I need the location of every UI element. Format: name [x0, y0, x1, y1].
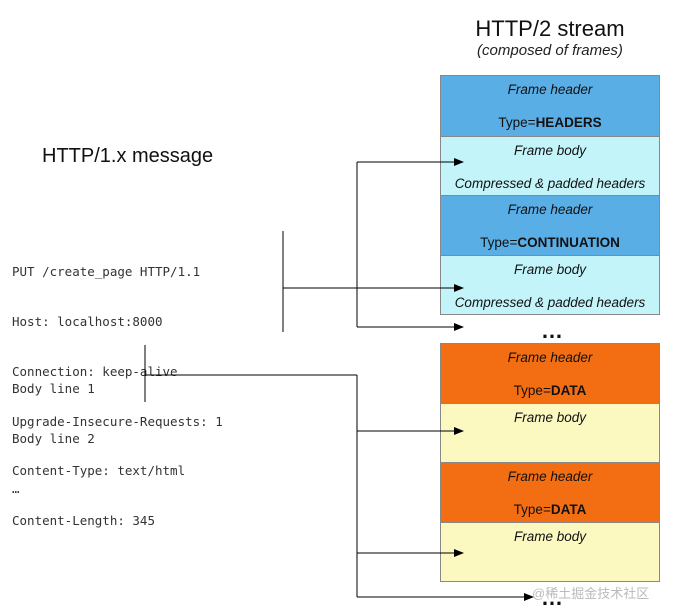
frame-label: Frame body	[513, 143, 587, 158]
frame-data-header-2: Frame header Type=DATA	[440, 462, 660, 523]
frame-data-header-1: Frame header Type=DATA	[440, 343, 660, 404]
http1-header-line: Content-Length: 345	[12, 513, 155, 529]
ellipsis-top: …	[541, 318, 564, 343]
frame-label: Frame body	[513, 529, 587, 544]
frame-type: Type=DATA	[513, 502, 587, 517]
frame-label: Frame body	[513, 410, 587, 425]
http1-header-line: Host: localhost:8000	[12, 313, 163, 329]
http1-body: Body line 1 Body line 2 …	[12, 348, 95, 514]
ellipsis-bottom: …	[541, 585, 564, 610]
frame-body-content: Compressed & padded headers	[454, 295, 646, 310]
frame-label: Frame header	[507, 350, 593, 365]
frame-headers-header: Frame header Type=HEADERS	[440, 75, 660, 137]
frame-continuation-header: Frame header Type=CONTINUATION	[440, 195, 660, 256]
http1-body-line: Body line 2	[12, 430, 95, 446]
http1-header-line: Content-Type: text/html	[12, 463, 186, 479]
frame-data-body-1: Frame body	[440, 403, 660, 463]
http1-body-line: …	[12, 480, 20, 496]
http2-stream-title: HTTP/2 stream	[475, 16, 625, 41]
http1-header-line: PUT /create_page HTTP/1.1	[12, 264, 201, 280]
frame-headers-body: Frame body Compressed & padded headers	[440, 136, 660, 196]
frame-body-content: Compressed & padded headers	[454, 176, 646, 191]
frame-label: Frame header	[507, 82, 593, 97]
frame-label: Frame header	[507, 202, 593, 217]
http1-headers: PUT /create_page HTTP/1.1 Host: localhos…	[12, 231, 223, 546]
http1-message-title: HTTP/1.x message	[42, 145, 214, 167]
frame-type: Type=HEADERS	[498, 115, 602, 130]
http1-header-line: Upgrade-Insecure-Requests: 1	[12, 413, 223, 429]
frame-type: Type=DATA	[513, 383, 587, 398]
frame-continuation-body: Frame body Compressed & padded headers	[440, 255, 660, 315]
watermark: @稀土掘金技术社区	[532, 586, 650, 601]
http2-stream-subtitle: (composed of frames)	[477, 42, 623, 59]
frame-label: Frame body	[513, 262, 587, 277]
frame-type: Type=CONTINUATION	[480, 235, 620, 250]
http1-body-line: Body line 1	[12, 381, 95, 397]
frame-label: Frame header	[507, 469, 593, 484]
frame-data-body-2: Frame body	[440, 522, 660, 582]
